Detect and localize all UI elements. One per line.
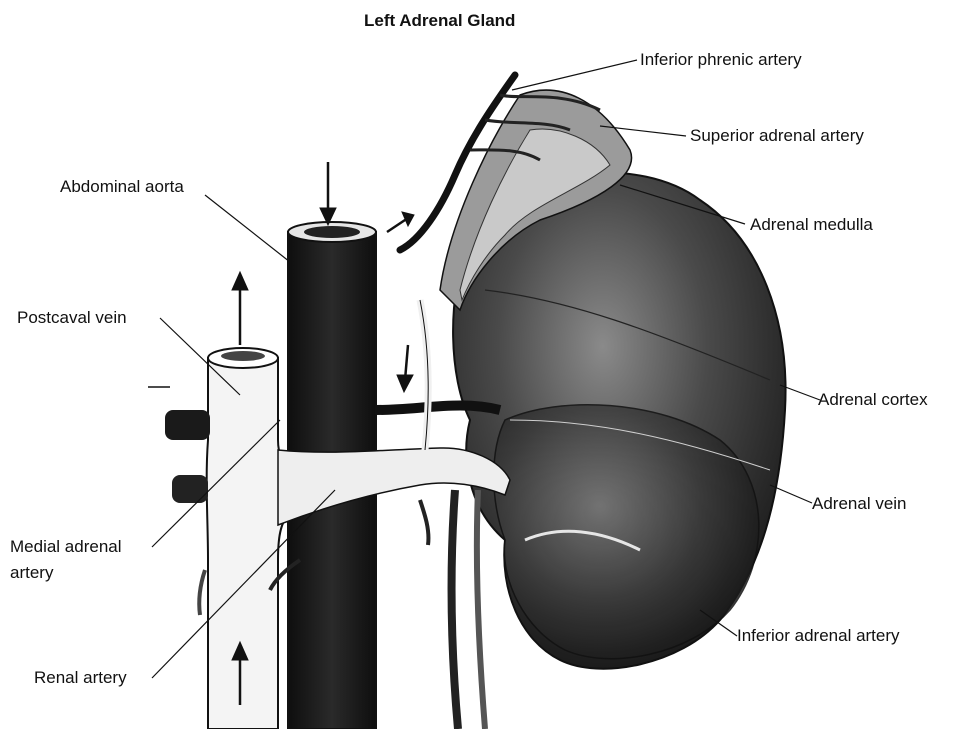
postcaval-vein-lumen [221,351,265,361]
lower-lobe-shape [494,405,759,659]
renal-artery-vessel [376,406,500,410]
label-adrenal-cortex: Adrenal cortex [818,390,928,410]
small-branch [420,500,428,545]
label-superior-adrenal-artery: Superior adrenal artery [690,126,864,146]
left-renal-stub [165,410,210,440]
label-adrenal-vein: Adrenal vein [812,494,907,514]
medial-adrenal-artery-stub [172,475,208,503]
label-inferior-adrenal-artery: Inferior adrenal artery [737,626,900,646]
small-branch [199,570,205,615]
label-medial-adrenal-artery-line1: Medial adrenal [10,537,122,557]
label-inferior-phrenic-artery: Inferior phrenic artery [640,50,802,70]
inferior-adrenal-artery-vessel [452,490,458,729]
label-abdominal-aorta: Abdominal aorta [60,177,184,197]
label-medial-adrenal-artery-line2: artery [10,563,53,583]
label-adrenal-medulla: Adrenal medulla [750,215,873,235]
label-renal-artery: Renal artery [34,668,127,688]
label-postcaval-vein: Postcaval vein [17,308,127,328]
aorta-lumen [304,226,360,238]
diagram-title: Left Adrenal Gland [364,11,515,31]
inferior-adrenal-artery-vessel [477,490,485,729]
